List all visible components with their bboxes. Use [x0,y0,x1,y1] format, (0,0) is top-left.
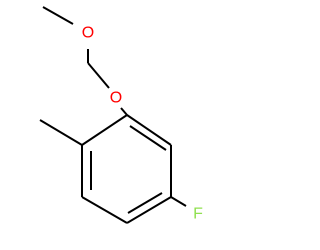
ring-bond-c6-c1 [81,114,128,146]
oxygen-atom-label-ring: O [110,90,122,107]
ring-bond-c1-c2-inner [129,125,167,151]
ring-bond-c3-c4-inner [127,192,163,214]
fluorine-atom-label: F [193,206,203,223]
bond-methyl-oxygen-top [42,6,74,25]
ring-bond-c4-c5 [81,196,128,224]
molecule-diagram: O O F [39,6,203,224]
bond-ring-methyl [39,119,83,146]
bond-oxygen-ring-c1 [120,107,128,116]
bond-ring-fluorine [170,196,187,207]
bond-ch2-oxygen-ring [87,62,110,89]
oxygen-atom-label-top: O [82,25,94,42]
bond-group [39,6,187,224]
ring-bond-c1-c2 [126,114,172,146]
ring-bond-c3-c4 [126,196,172,224]
